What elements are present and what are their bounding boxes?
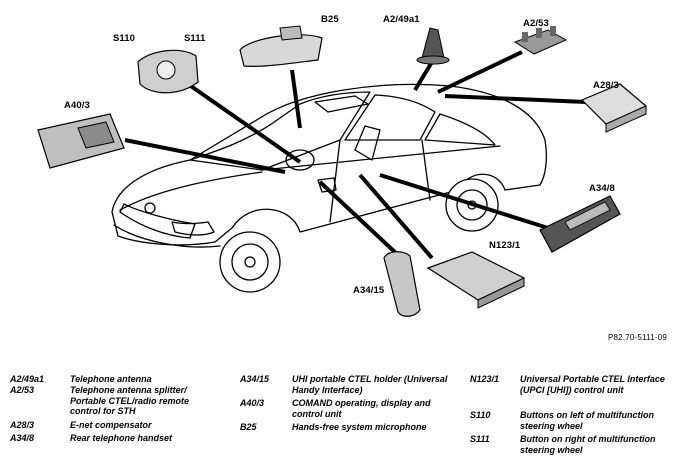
emblem [144,202,156,214]
legend-code: S111 [470,434,490,444]
callout-s110: S110 [113,33,136,44]
rear-handset-a34-8 [539,195,621,253]
steering-wheel [285,149,315,171]
vehicle-component-diagram [37,25,648,317]
leader-a2-53 [437,50,523,94]
legend-code: A2/53 [10,385,35,395]
callout-a34-15: A34/15 [353,285,385,296]
bumper [113,224,221,248]
callout-b25: B25 [321,14,339,25]
callout-a2-49a1: A2/49a1 [383,14,420,25]
callout-n123-1: N123/1 [489,240,521,251]
front-wheel-tire [219,231,281,293]
sunroof [314,95,369,113]
legend-code: S110 [470,410,491,420]
callout-a28-3: A28/3 [593,80,619,91]
upci-control-unit-n123-1 [426,251,526,309]
legend-desc: COMAND operating, display and control un… [292,398,431,419]
legend-code: A34/15 [240,374,270,384]
windshield [189,91,371,171]
side-window-rear [424,113,496,146]
front-wheel-hub [244,256,256,268]
legend-desc: Rear telephone handset [70,433,173,443]
legend-code: A40/3 [240,398,265,408]
leader-n123-1 [358,173,434,260]
legend-code: A34/8 [10,433,35,443]
headlight [171,221,215,236]
legend-code: A28/3 [10,420,35,430]
side-window-front [344,94,436,141]
belt-line [261,145,501,171]
legend-desc: Hands-free system microphone [292,422,427,432]
telephone-antenna-a2-49a1 [416,27,450,65]
front-wheel-rim [231,243,269,281]
leader-b25 [290,69,302,129]
comand-unit-a40-3 [37,113,125,169]
callout-a2-53: A2/53 [523,18,549,29]
mirror-microphone-b25 [239,25,323,67]
legend-desc: E-net compensator [70,420,152,430]
steering-wheel-buttons-s110-s111 [137,49,199,94]
side-mirror [317,177,337,193]
leader-a2-49a1 [413,60,434,92]
leader-a34-15 [318,180,400,257]
car-illustration [111,83,547,293]
legend-desc: Telephone antenna [70,374,152,384]
seat-front [354,125,381,161]
callout-a40-3: A40/3 [64,100,90,111]
uhi-ctel-holder-a34-15 [383,251,421,317]
legend-desc: Universal Portable CTEL Interface (UPCI … [520,374,665,395]
legend-code: A2/49a1 [10,374,45,384]
legend-code: B25 [240,422,257,432]
grille [119,203,196,239]
leader-a34-8 [379,173,549,230]
callout-a34-8: A34/8 [589,183,615,194]
legend-desc: Telephone antenna splitter/ Portable CTE… [70,385,190,416]
antenna-splitter-a2-53 [513,26,568,55]
leader-a28-3 [444,94,587,104]
car-body-outline [111,83,547,246]
leader-a40-3 [124,138,286,174]
legend-desc: Buttons on left of multifunction steerin… [520,410,654,431]
leader-s110-s111 [183,80,302,164]
rear-wheel-rim [456,189,488,221]
legend-desc: Button on right of multifunction steerin… [520,434,656,455]
figure-reference: P82.70-5111-09 [608,333,667,342]
e-net-compensator-a28-3 [580,83,648,133]
hood-line [119,171,263,211]
leader-lines [124,50,587,260]
legend-code: N123/1 [470,374,500,384]
callout-s111: S111 [184,33,206,44]
legend-desc: UHI portable CTEL holder (Universal Hand… [292,374,448,395]
